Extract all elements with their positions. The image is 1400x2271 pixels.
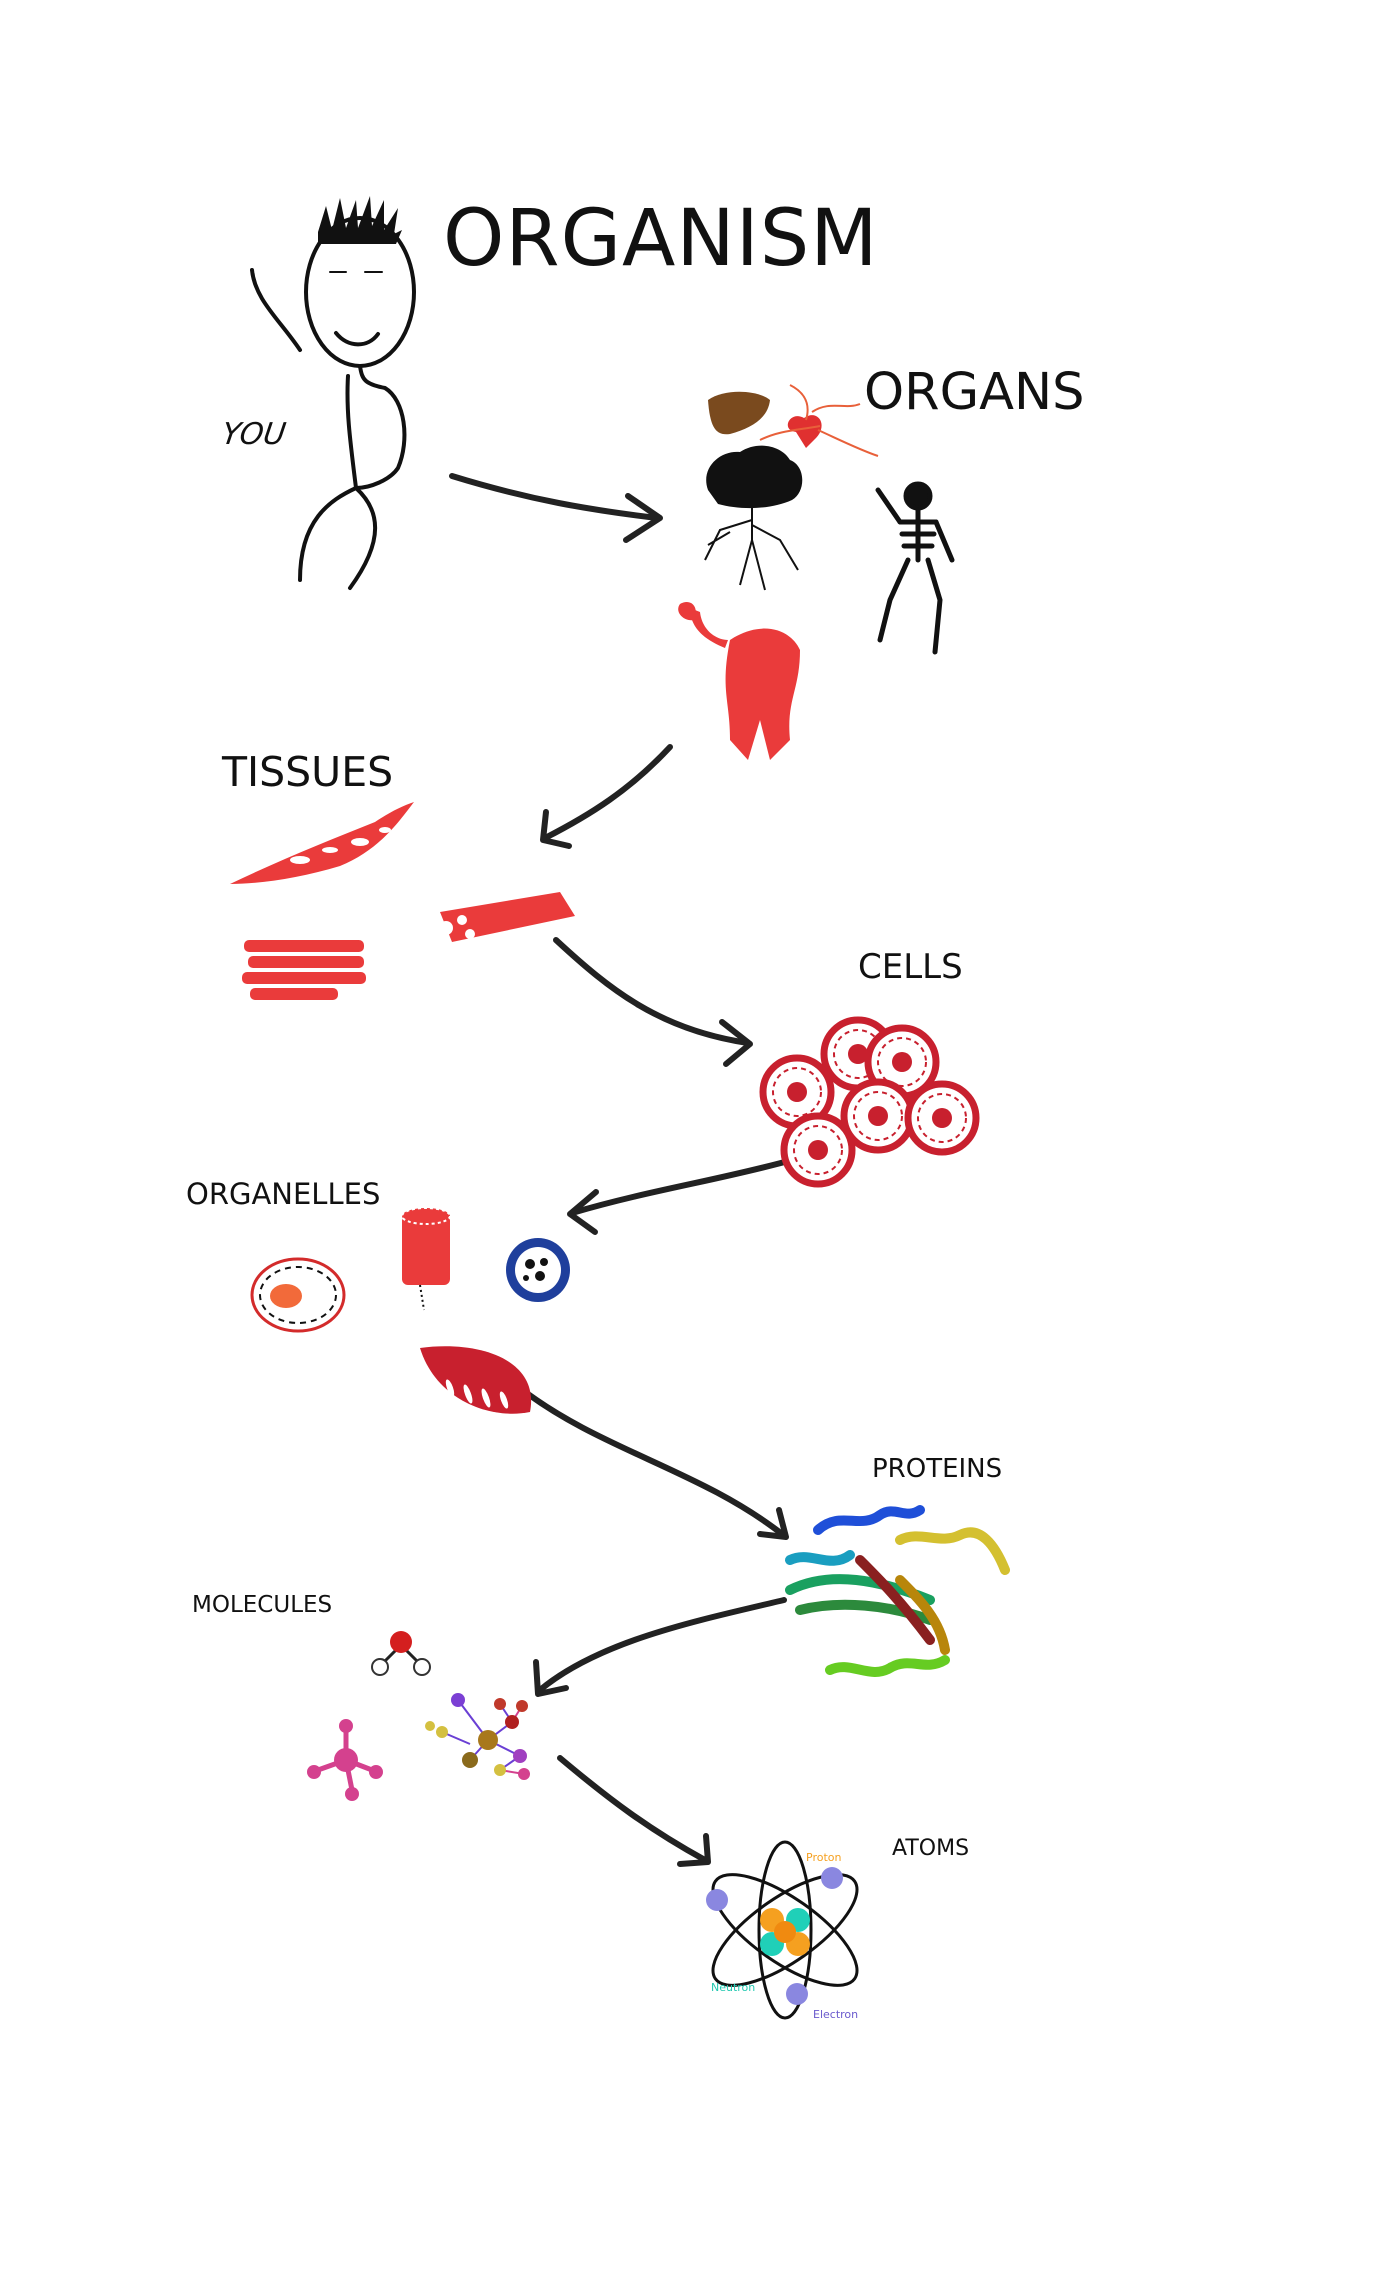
vesicle-icon bbox=[506, 1238, 570, 1302]
arrow-tissues-to-cells bbox=[553, 937, 753, 1067]
you-label: YOU bbox=[219, 417, 288, 452]
nucleus-icon bbox=[250, 1257, 346, 1333]
cell-icon bbox=[780, 1112, 856, 1188]
tetra-molecule-icon bbox=[307, 1719, 383, 1801]
arrow-organism-to-organs bbox=[449, 473, 663, 543]
mitochondrion-icon bbox=[420, 1346, 532, 1414]
electron-dot bbox=[706, 1889, 728, 1911]
arrow-proteins-to-molecules bbox=[533, 1597, 787, 1697]
electron-dot bbox=[786, 1983, 808, 2005]
neutron-label: Neutron bbox=[711, 1981, 756, 1994]
arrow-cells-to-organelles bbox=[567, 1157, 795, 1235]
nucleus-cluster bbox=[760, 1908, 810, 1956]
liver-icon bbox=[708, 391, 770, 435]
water-molecule-icon bbox=[371, 1631, 431, 1676]
arrow-molecules-to-atoms bbox=[557, 1755, 711, 1867]
proton-label: Proton bbox=[806, 1851, 842, 1864]
atoms-label: ATOMS bbox=[892, 1836, 970, 1861]
tissues-label: TISSUES bbox=[222, 748, 394, 796]
muscle-system-icon bbox=[678, 601, 800, 760]
skeleton-icon bbox=[875, 481, 955, 655]
arrow-organelles-to-proteins bbox=[517, 1385, 789, 1540]
molecules-label: MOLECULES bbox=[192, 1592, 333, 1618]
organelles-label: ORGANELLES bbox=[186, 1177, 381, 1211]
brain-icon bbox=[704, 445, 803, 591]
arrow-organs-to-tissues bbox=[540, 744, 673, 849]
cells-label: CELLS bbox=[858, 947, 963, 987]
electron-dot bbox=[821, 1867, 843, 1889]
organs-label: ORGANS bbox=[864, 363, 1085, 422]
tissue-fiber-icon bbox=[230, 802, 414, 884]
proteins-label: PROTEINS bbox=[872, 1454, 1003, 1484]
ribosome-cylinder-icon bbox=[401, 1207, 451, 1311]
electron-label: Electron bbox=[813, 2008, 859, 2021]
cell-icon bbox=[904, 1080, 980, 1156]
cylinder-tissue-icon bbox=[439, 892, 575, 942]
cell-icon bbox=[840, 1078, 916, 1154]
muscle-bundle-icon bbox=[242, 940, 366, 1000]
organism-label: ORGANISM bbox=[443, 194, 879, 284]
heart-icon bbox=[759, 384, 879, 457]
cell-icon bbox=[864, 1024, 940, 1100]
hair-icon bbox=[318, 196, 402, 244]
network-molecule-icon bbox=[425, 1693, 530, 1780]
